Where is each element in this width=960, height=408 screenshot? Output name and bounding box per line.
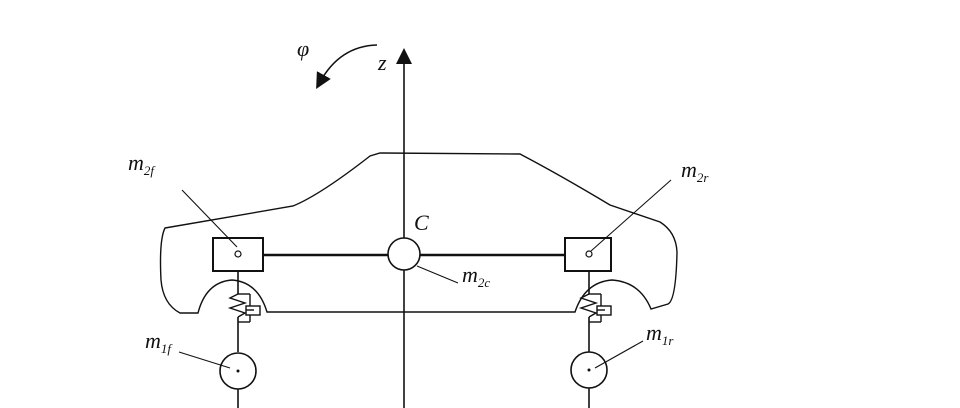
rear-wheel-mass-label: m1r: [646, 320, 674, 348]
rotation-arrow: [316, 44, 378, 89]
rear-wheel-center: [587, 368, 591, 372]
car-body-outline: [159, 152, 678, 314]
front-mass-pivot: [234, 250, 242, 258]
rear-body-mass-box: [564, 237, 612, 272]
rear-mass-pivot: [585, 250, 593, 258]
front-wheel-mass-label: m1f: [145, 328, 173, 356]
front-suspension: [227, 271, 261, 352]
center-mass-circle: [387, 237, 421, 271]
center-mass-label: m2c: [462, 262, 490, 290]
rear-body-mass-label: m2r: [681, 157, 709, 185]
leader-m2c: [416, 265, 459, 284]
leader-m1r: [594, 340, 644, 369]
center-label: C: [414, 210, 429, 235]
rear-suspension: [578, 271, 612, 352]
z-axis-label: z: [377, 50, 387, 75]
leader-m2f: [181, 189, 238, 248]
leader-m1f: [178, 351, 231, 369]
front-body-mass-label: m2f: [128, 150, 156, 178]
rotation-label: φ: [297, 36, 309, 61]
front-wheel-center: [236, 369, 240, 373]
leader-m2r: [590, 179, 672, 252]
front-body-mass-box: [212, 237, 264, 272]
